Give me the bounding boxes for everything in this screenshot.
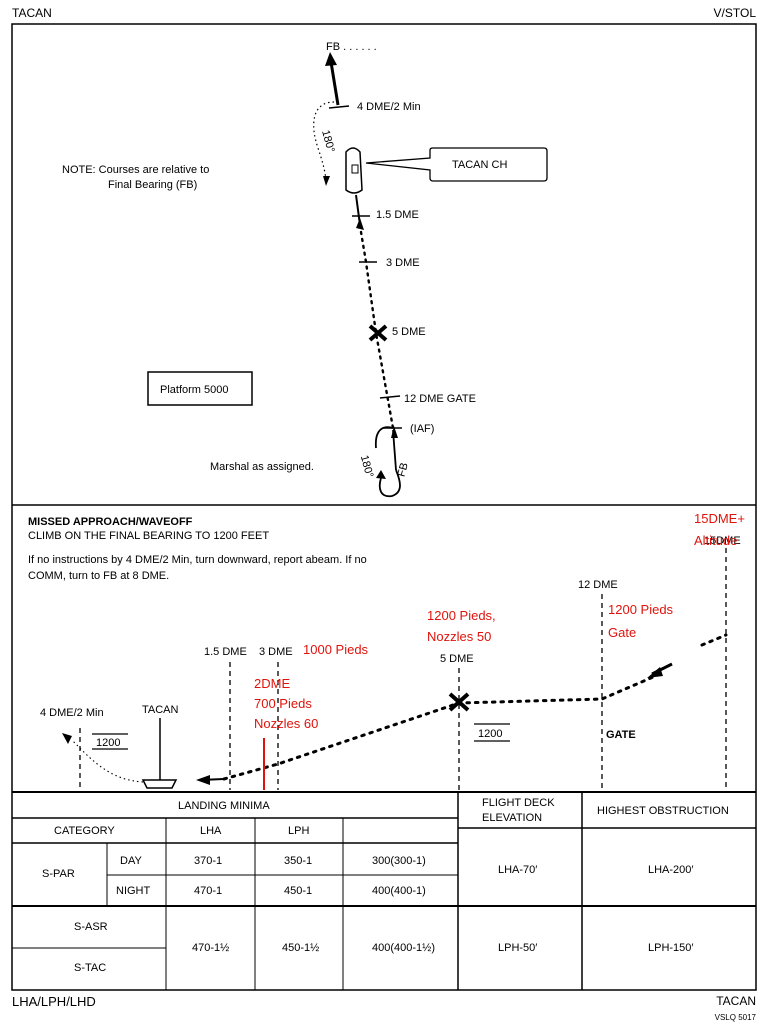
footer-left: LHA/LPH/LHD (12, 994, 96, 1009)
platform-label: Platform 5000 (160, 384, 228, 396)
profile-5dme-x-icon (448, 692, 470, 712)
dme4-profile-label: 4 DME/2 Min (40, 707, 104, 719)
marshal-label: Marshal as assigned. (210, 461, 314, 473)
obs-par-value: LHA-200′ (648, 864, 693, 876)
outbound-course-line (329, 61, 340, 106)
obs-asr-value: LPH-150′ (648, 942, 693, 954)
annotation-altitude: Altitude (694, 533, 737, 548)
annotation-nozzles-60: Nozzles 60 (254, 716, 318, 731)
annotation-2dme: 2DME (254, 676, 290, 691)
dme3-label: 3 DME (386, 257, 420, 269)
footer-right: TACAN (716, 994, 756, 1008)
alt-mid-value: 1200 (478, 728, 502, 740)
lha-header: LHA (200, 825, 222, 837)
annotation-nozzles-50: Nozzles 50 (427, 629, 491, 644)
note-line-1: NOTE: Courses are relative to (62, 164, 209, 176)
header-right: V/STOL (713, 6, 756, 20)
profile-view: MISSED APPROACH/WAVEOFF CLIMB ON THE FIN… (28, 511, 745, 790)
final-arrow-icon (356, 218, 364, 230)
descent-entry-dotted (700, 633, 728, 647)
hold-arrow-icon (391, 426, 398, 438)
turn-180-label: 180° (319, 129, 336, 154)
fb-bottom-label: FB (396, 461, 411, 478)
day-label: DAY (120, 855, 142, 867)
outbound-arrow-icon (325, 52, 337, 66)
plan-view: FB . . . . . . 4 DME/2 Min 180° TACAN CH… (62, 41, 548, 498)
tacan-ch-label: TACAN CH (452, 159, 507, 171)
annotation-1000-pieds: 1000 Pieds (303, 642, 369, 657)
category-header: CATEGORY (54, 825, 115, 837)
platform-box (147, 371, 253, 406)
day-lha-value: 370-1 (194, 855, 222, 867)
dme5-label: 5 DME (392, 326, 426, 338)
annotation-gate: Gate (608, 625, 636, 640)
dme15-top-label: 15DME (704, 535, 741, 547)
chart-frame (11, 23, 757, 991)
highest-obstruction-header: HIGHEST OBSTRUCTION (597, 805, 729, 817)
approach-dotted-track (359, 230, 395, 430)
glide-arrow-icon (196, 775, 210, 785)
turn-arrow-icon (323, 176, 330, 186)
fb-label: FB . . . . . . (326, 41, 377, 53)
header-left: TACAN (12, 6, 52, 20)
flight-deck-header-2: ELEVATION (482, 812, 542, 824)
night-extra-value: 400(400-1) (372, 885, 426, 897)
alt-left-value: 1200 (96, 737, 120, 749)
gate12-label: 12 DME GATE (404, 393, 476, 405)
turn-180-bottom-label: 180° (358, 454, 375, 479)
day-extra-value: 300(300-1) (372, 855, 426, 867)
minima-table: LANDING MINIMA FLIGHT DECK ELEVATION HIG… (12, 791, 756, 990)
ship-profile-icon (141, 779, 178, 789)
iaf-label: (IAF) (410, 423, 434, 435)
dme4-tick (328, 105, 350, 109)
night-lph-value: 450-1 (284, 885, 312, 897)
instruction-line-1: If no instructions by 4 DME/2 Min, turn … (28, 554, 367, 566)
dme4-label: 4 DME/2 Min (357, 101, 421, 113)
holding-pattern (374, 426, 401, 498)
flight-deck-header-1: FLIGHT DECK (482, 797, 555, 809)
gate-label: GATE (606, 729, 636, 741)
missed-arrow-icon (62, 733, 72, 744)
note-line-2: Final Bearing (FB) (108, 179, 197, 191)
footer-code: VSLQ 5017 (714, 1013, 756, 1022)
elev-par-value: LHA-70′ (498, 864, 537, 876)
dme3-profile-label: 3 DME (259, 646, 293, 658)
tacan-profile-label: TACAN (142, 704, 179, 716)
missed-approach-title: MISSED APPROACH/WAVEOFF (28, 516, 193, 528)
night-lha-value: 470-1 (194, 885, 222, 897)
annotation-700-pieds: 700 Pieds (254, 696, 312, 711)
annotation-1200-gate: 1200 Pieds (608, 602, 674, 617)
dme12-profile-label: 12 DME (578, 579, 618, 591)
instruction-line-2: COMM, turn to FB at 8 DME. (28, 570, 169, 582)
sasr-label: S-ASR (74, 921, 108, 933)
ship-icon (345, 147, 363, 194)
night-label: NIGHT (116, 885, 151, 897)
annotation-15dme: 15DME+ (694, 511, 745, 526)
spar-label: S-PAR (42, 868, 75, 880)
fix-5dme-x-icon (368, 324, 388, 342)
gate12-tick (379, 395, 401, 399)
stac-label: S-TAC (74, 962, 106, 974)
asr-extra-value: 400(400-1½) (372, 942, 435, 954)
asr-lha-value: 470-1½ (192, 942, 229, 954)
lph-header: LPH (288, 825, 309, 837)
hold-arrow-2-icon (376, 470, 386, 479)
inbound-arrow-icon (647, 667, 663, 678)
day-lph-value: 350-1 (284, 855, 312, 867)
landing-minima-header: LANDING MINIMA (178, 800, 270, 812)
dme15-profile-label: 1.5 DME (204, 646, 247, 658)
annotation-1200-pieds: 1200 Pieds, (427, 608, 496, 623)
elev-asr-value: LPH-50′ (498, 942, 537, 954)
asr-lph-value: 450-1½ (282, 942, 319, 954)
climb-instruction: CLIMB ON THE FINAL BEARING TO 1200 FEET (28, 530, 269, 542)
dme5-profile-label: 5 DME (440, 653, 474, 665)
dme15-label: 1.5 DME (376, 209, 419, 221)
missed-approach-track (71, 739, 144, 783)
tacan-ch-callout (365, 147, 548, 182)
procedure-turn-dotted (313, 101, 335, 181)
